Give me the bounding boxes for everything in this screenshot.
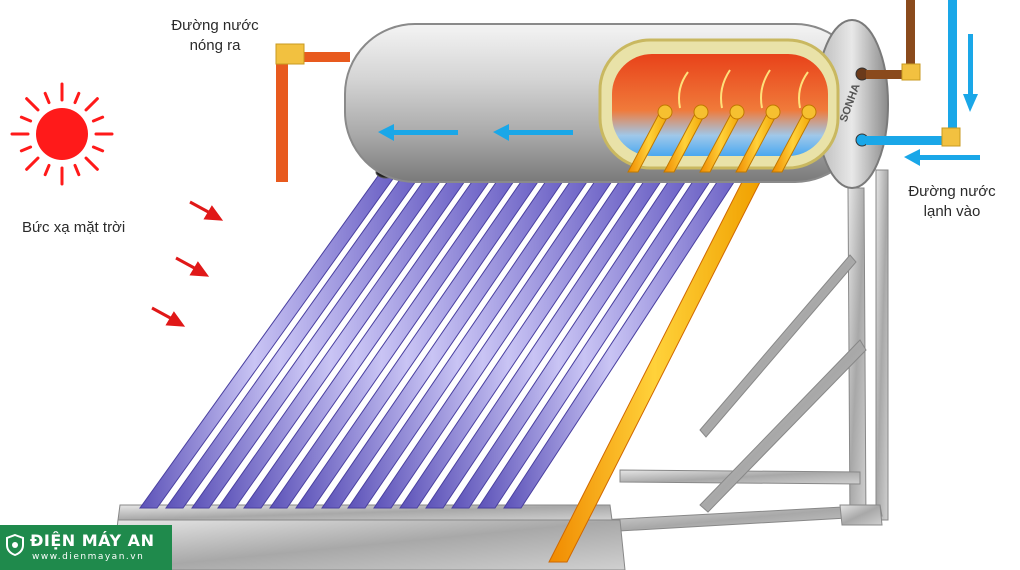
radiation-arrow-icon xyxy=(151,200,224,327)
watermark-name: ĐIỆN MÁY AN xyxy=(30,531,155,550)
tube-tip xyxy=(693,104,709,120)
sun-ray xyxy=(25,156,40,171)
sun-ray xyxy=(19,115,33,123)
cold-water-pipe xyxy=(866,0,980,166)
watermark-url: www.dienmayan.vn xyxy=(32,552,145,562)
sun-ray xyxy=(91,115,105,123)
sun-ray xyxy=(73,163,81,177)
tube-tip xyxy=(657,104,673,120)
sun-ray xyxy=(19,145,33,153)
watermark-badge: ĐIỆN MÁY AN www.dienmayan.vn xyxy=(0,525,172,570)
cold-label-line-2: lạnh vào xyxy=(923,203,981,220)
flow-arrow-icon xyxy=(904,34,980,166)
heat-rise-arrows xyxy=(678,69,809,109)
hot-water-outlet-label: Đường nước nóng ra xyxy=(150,16,280,56)
solar-radiation-label: Bức xạ mặt trời xyxy=(22,219,126,236)
cold-water-inlet-label: Đường nước lạnh vào xyxy=(892,182,1012,222)
sun-ray xyxy=(91,145,105,153)
sun-ray xyxy=(84,97,99,112)
storage-tank: SONHA xyxy=(344,19,889,189)
hot-water-pipe xyxy=(275,43,350,182)
tube-tip xyxy=(765,104,781,120)
steel-frame xyxy=(111,169,889,570)
vacuum-tubes xyxy=(139,175,739,509)
sun-ray xyxy=(25,97,40,112)
cold-label-line-1: Đường nước xyxy=(908,183,996,200)
shield-logo-icon xyxy=(6,534,24,556)
sun-icon xyxy=(10,82,114,186)
hot-label-line-2: nóng ra xyxy=(189,37,241,54)
sun-ray xyxy=(43,163,51,177)
sun-ray xyxy=(43,91,51,105)
flow-arrow-icon xyxy=(378,124,573,141)
sun-ray xyxy=(84,156,99,171)
tube-tip xyxy=(801,104,817,120)
in-tank-tubes xyxy=(627,104,817,173)
tube-tip xyxy=(729,104,745,120)
sun-ray xyxy=(73,91,81,105)
hot-label-line-1: Đường nước xyxy=(171,17,259,34)
